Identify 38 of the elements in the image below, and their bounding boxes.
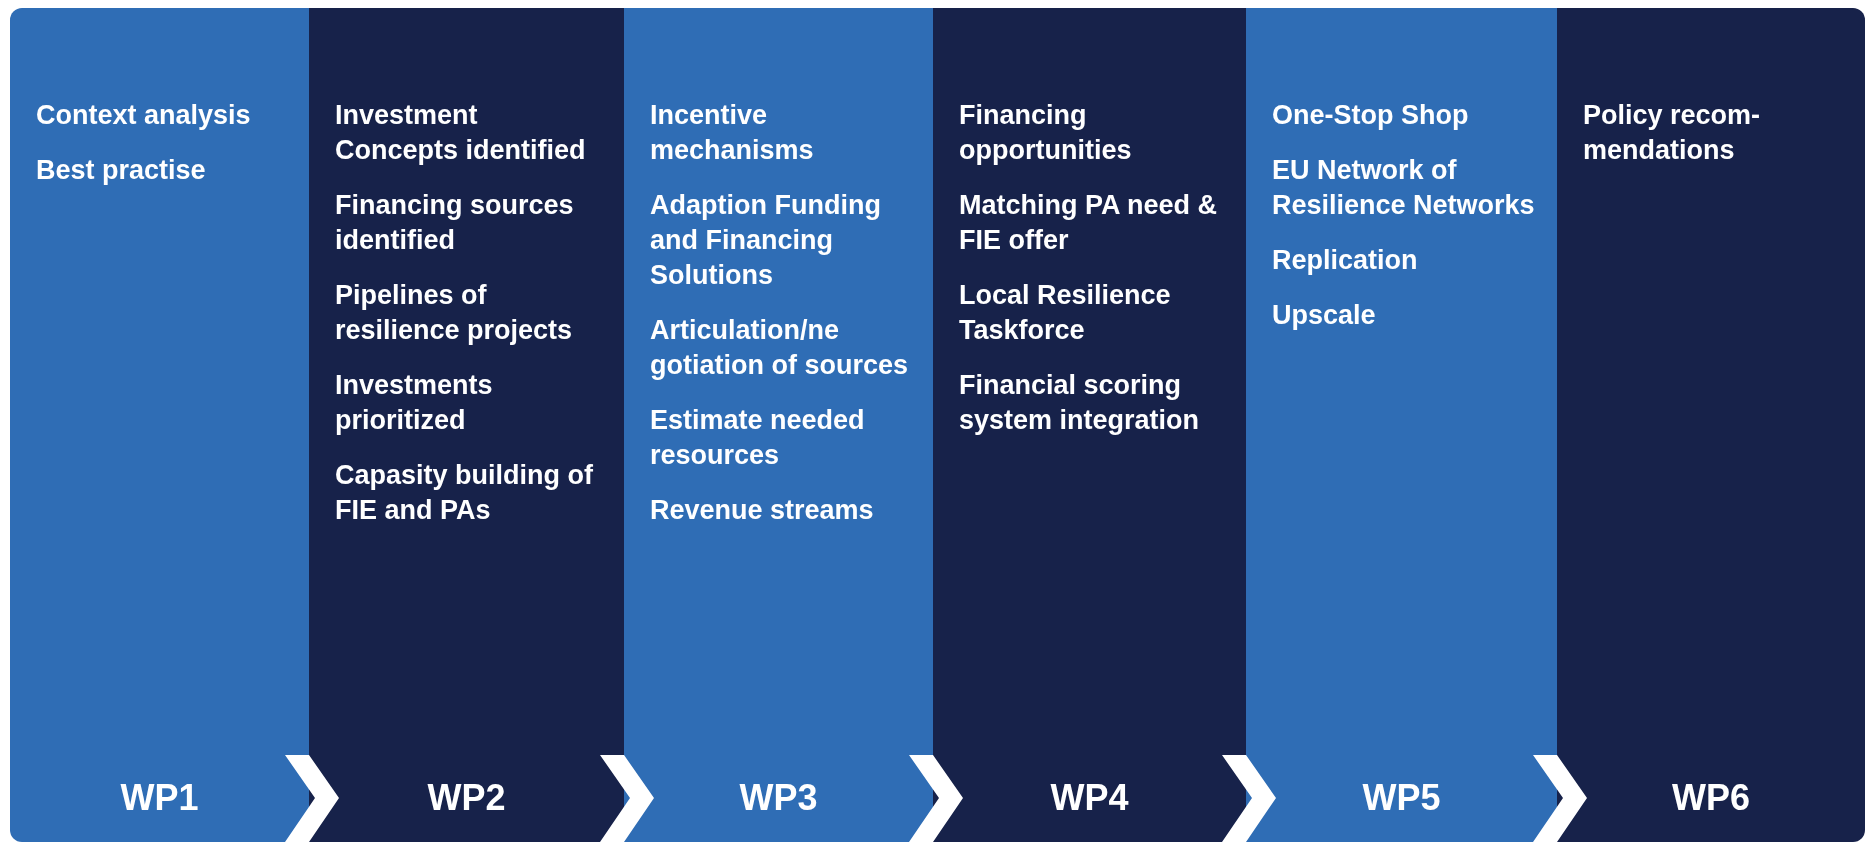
chevron-arrow (285, 755, 339, 842)
task-text: Investments prioritized (335, 369, 494, 437)
task-text: Financial scoring system integration (959, 369, 1201, 437)
column-band (1246, 8, 1557, 842)
task-text: Revenue streams (650, 494, 875, 527)
task-text: Policy recom- mendations (1583, 99, 1762, 167)
work-package-label: WP1 (120, 777, 199, 818)
work-package-label: WP2 (427, 777, 506, 818)
work-package-label: WP4 (1050, 777, 1129, 818)
chevron-arrow (909, 755, 963, 842)
work-package-label: WP5 (1362, 777, 1441, 818)
task-text: Local Resilience Taskforce (959, 279, 1172, 347)
task-text: Adaption Funding and Financing Solutions (650, 189, 882, 292)
column-band (624, 8, 933, 842)
column-band (1557, 8, 1865, 842)
task-text: Incentive mechanisms (650, 99, 815, 167)
task-text: Financing sources identified (335, 189, 575, 257)
task-text: Articulation/ne gotiation of sources (650, 314, 910, 382)
task-text: Replication (1272, 244, 1419, 277)
task-text: Best practise (36, 154, 207, 187)
task-text: Upscale (1272, 299, 1377, 332)
chevron-arrow (1533, 755, 1587, 842)
task-text: Matching PA need & FIE offer (959, 189, 1219, 257)
chevron-arrow (1222, 755, 1276, 842)
work-package-label: WP3 (739, 777, 818, 818)
task-text: Capasity building of FIE and PAs (335, 459, 594, 527)
task-text: Financing opportunities (959, 99, 1133, 167)
task-text: Estimate needed resources (650, 404, 866, 472)
column-band (309, 8, 624, 842)
work-package-label: WP6 (1672, 777, 1750, 818)
task-text: Context analysis (36, 99, 252, 132)
column-band (10, 8, 309, 842)
column-band (933, 8, 1246, 842)
chevron-arrow (600, 755, 654, 842)
task-text: Investment Concepts identified (335, 99, 587, 167)
task-text: One-Stop Shop (1272, 99, 1470, 132)
task-text: EU Network of Resilience Networks (1272, 154, 1536, 222)
task-text: Pipelines of resilience projects (335, 279, 574, 347)
